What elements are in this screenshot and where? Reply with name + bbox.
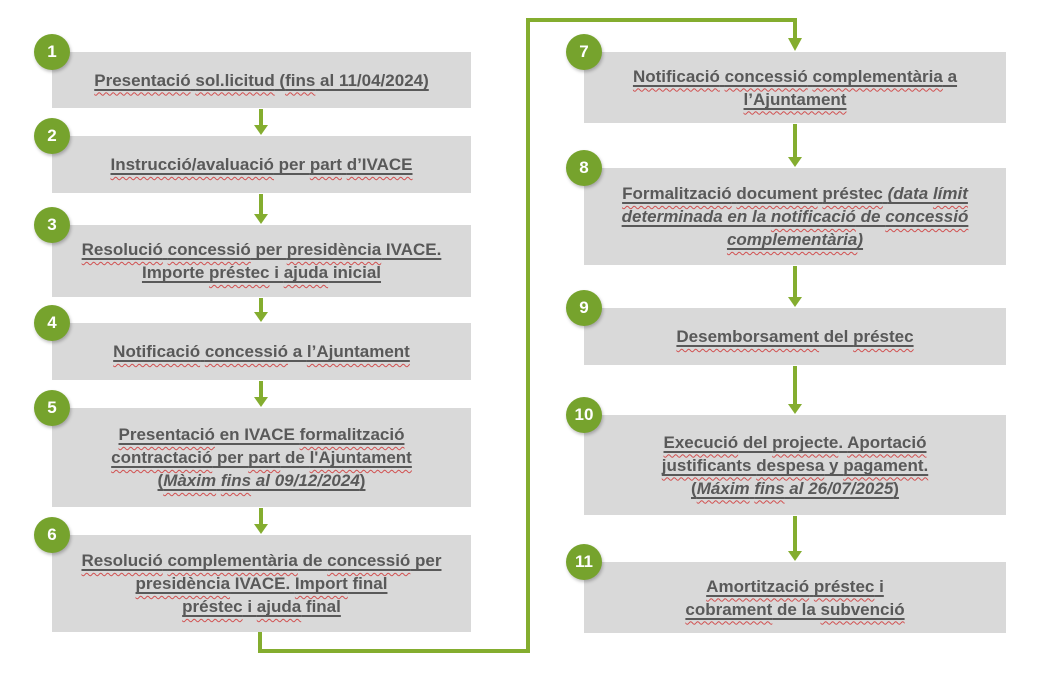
- step-number-badge: 7: [566, 34, 602, 70]
- arrow-step9-step10: [788, 366, 802, 414]
- step-text-line: Presentació en IVACE formalització: [118, 425, 405, 444]
- step-text-line: Desemborsament del préstec: [676, 327, 914, 346]
- step-text-line: (Màxim fins al 09/12/2024): [157, 471, 366, 490]
- step-text-line: complementària): [726, 230, 864, 249]
- step-text-line: presidència IVACE. Import final: [135, 574, 388, 593]
- step-number-badge: 3: [34, 207, 70, 243]
- arrow-step1-step2: [254, 109, 268, 135]
- arrow-down-icon: [788, 38, 802, 51]
- arrow-step2-step3: [254, 194, 268, 224]
- step-text-line: l’Ajuntament: [743, 89, 847, 109]
- arrow-stem: [793, 366, 797, 405]
- arrow-stem: [259, 381, 263, 398]
- step-text-line: Instrucció/avaluació per part d’IVACE: [110, 155, 413, 174]
- step-text-line: Presentació sol.licitud (fins al 11/04/2…: [94, 70, 429, 90]
- step-text-line: Resolució concessió per presidència IVAC…: [81, 240, 442, 259]
- step-text-line: cobrament de la subvenció: [685, 599, 905, 619]
- arrow-step10-step11: [788, 516, 802, 561]
- arrow-stem: [793, 124, 797, 158]
- step-text-line: justificants despesa y pagament.: [661, 455, 929, 475]
- step-number-badge: 9: [566, 290, 602, 326]
- arrow-down-icon: [788, 157, 802, 167]
- step-text-line: Notificació concessió a l’Ajuntament: [113, 342, 410, 361]
- arrow-stem: [793, 516, 797, 552]
- arrow-step3-step4: [254, 298, 268, 322]
- arrow-down-icon: [254, 397, 268, 407]
- step-number-badge: 2: [34, 118, 70, 154]
- step-text-line: Amortització préstec i: [706, 576, 884, 596]
- arrow-down-icon: [254, 524, 268, 534]
- arrow-down-icon: [254, 312, 268, 322]
- arrow-stem: [259, 298, 263, 313]
- arrow-stem: [259, 194, 263, 215]
- arrow-stem: [259, 508, 263, 525]
- step-text-line: préstec i ajuda final: [182, 597, 341, 616]
- step-text-line: (Máxim fins al 26/07/2025): [691, 478, 899, 498]
- step-number-badge: 6: [34, 517, 70, 553]
- step-number-badge: 8: [566, 150, 602, 186]
- arrow-down-icon: [788, 404, 802, 414]
- arrow-down-icon: [254, 125, 268, 135]
- arrow-stem: [793, 266, 797, 298]
- step-number-badge: 5: [34, 390, 70, 426]
- arrow-step5-step6: [254, 508, 268, 534]
- step-text-line: Notificació concessió complementària a: [632, 66, 958, 86]
- step-number-badge: 4: [34, 305, 70, 341]
- step-number-badge: 1: [34, 34, 70, 70]
- arrow-stem: [259, 109, 263, 126]
- step-text-line: determinada en la notificació de concess…: [621, 207, 969, 226]
- arrow-down-icon: [788, 551, 802, 561]
- arrow-down-icon: [788, 297, 802, 307]
- arrow-down-icon: [254, 214, 268, 224]
- step-number-badge: 11: [566, 544, 602, 580]
- step-text-line: Resolució complementària de concessió pe…: [81, 551, 442, 570]
- arrow-step7-step8: [788, 124, 802, 167]
- step-text-line: Execució del projecte. Aportació: [663, 432, 927, 452]
- step-text-line: Formalització document préstec (data lím…: [622, 184, 968, 203]
- step-number-badge: 10: [566, 397, 602, 433]
- step-text-line: Importe préstec i ajuda inicial: [141, 263, 382, 282]
- arrow-step8-step9: [788, 266, 802, 307]
- arrow-step4-step5: [254, 381, 268, 407]
- step-text-line: contractació per part de l'Ajuntament: [111, 448, 412, 467]
